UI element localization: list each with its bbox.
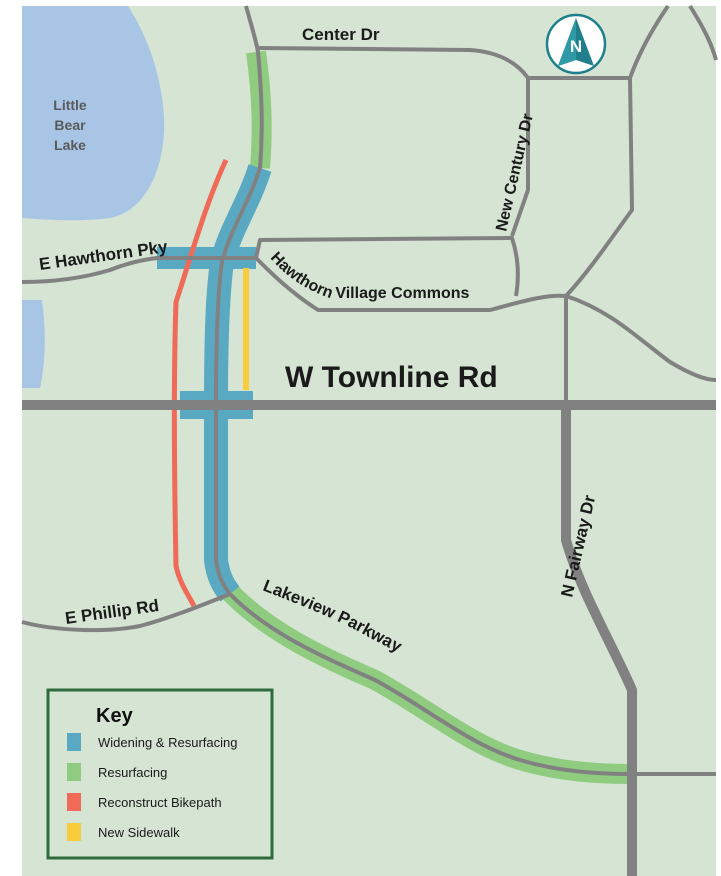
little-bear-lake [22, 6, 165, 221]
lake-label-line-2: Bear [54, 117, 86, 133]
road-new-century-dr [510, 78, 530, 237]
bikepath-line [172, 158, 229, 608]
road-east-link [564, 77, 634, 298]
label-w-townline-rd: W Townline Rd [285, 361, 498, 394]
legend-swatch-3 [67, 823, 81, 841]
legend-label-1: Resurfacing [98, 765, 167, 780]
compass-arrow-highlight [558, 18, 576, 66]
lake-label-line-3: Lake [54, 137, 86, 153]
small-pond [22, 300, 45, 388]
major-roads [22, 400, 716, 876]
legend-items: Widening & ResurfacingResurfacingReconst… [67, 733, 237, 841]
lake-label: Little Bear Lake [53, 97, 87, 153]
road-e-phillip-rd [21, 592, 231, 633]
legend: Key Widening & ResurfacingResurfacingRec… [46, 688, 274, 860]
legend-label-2: Reconstruct Bikepath [98, 795, 222, 810]
label-center-dr: Center Dr [302, 25, 380, 44]
legend-box [46, 688, 274, 860]
legend-swatch-2 [67, 793, 81, 811]
road-e-hawthorn-pky [21, 236, 520, 297]
legend-label-0: Widening & Resurfacing [98, 735, 237, 750]
road-network [21, 4, 718, 776]
legend-swatch-1 [67, 763, 81, 781]
road-center-dr [257, 4, 670, 80]
road-n-fairway-dr [561, 405, 637, 876]
lake-label-line-1: Little [53, 97, 87, 113]
legend-swatch-0 [67, 733, 81, 751]
legend-title: Key [96, 705, 134, 727]
road-top-right [688, 4, 718, 61]
compass-letter: N [570, 37, 582, 56]
legend-label-3: New Sidewalk [98, 825, 180, 840]
road-main-corridor [214, 5, 716, 776]
north-compass: N [545, 13, 607, 75]
